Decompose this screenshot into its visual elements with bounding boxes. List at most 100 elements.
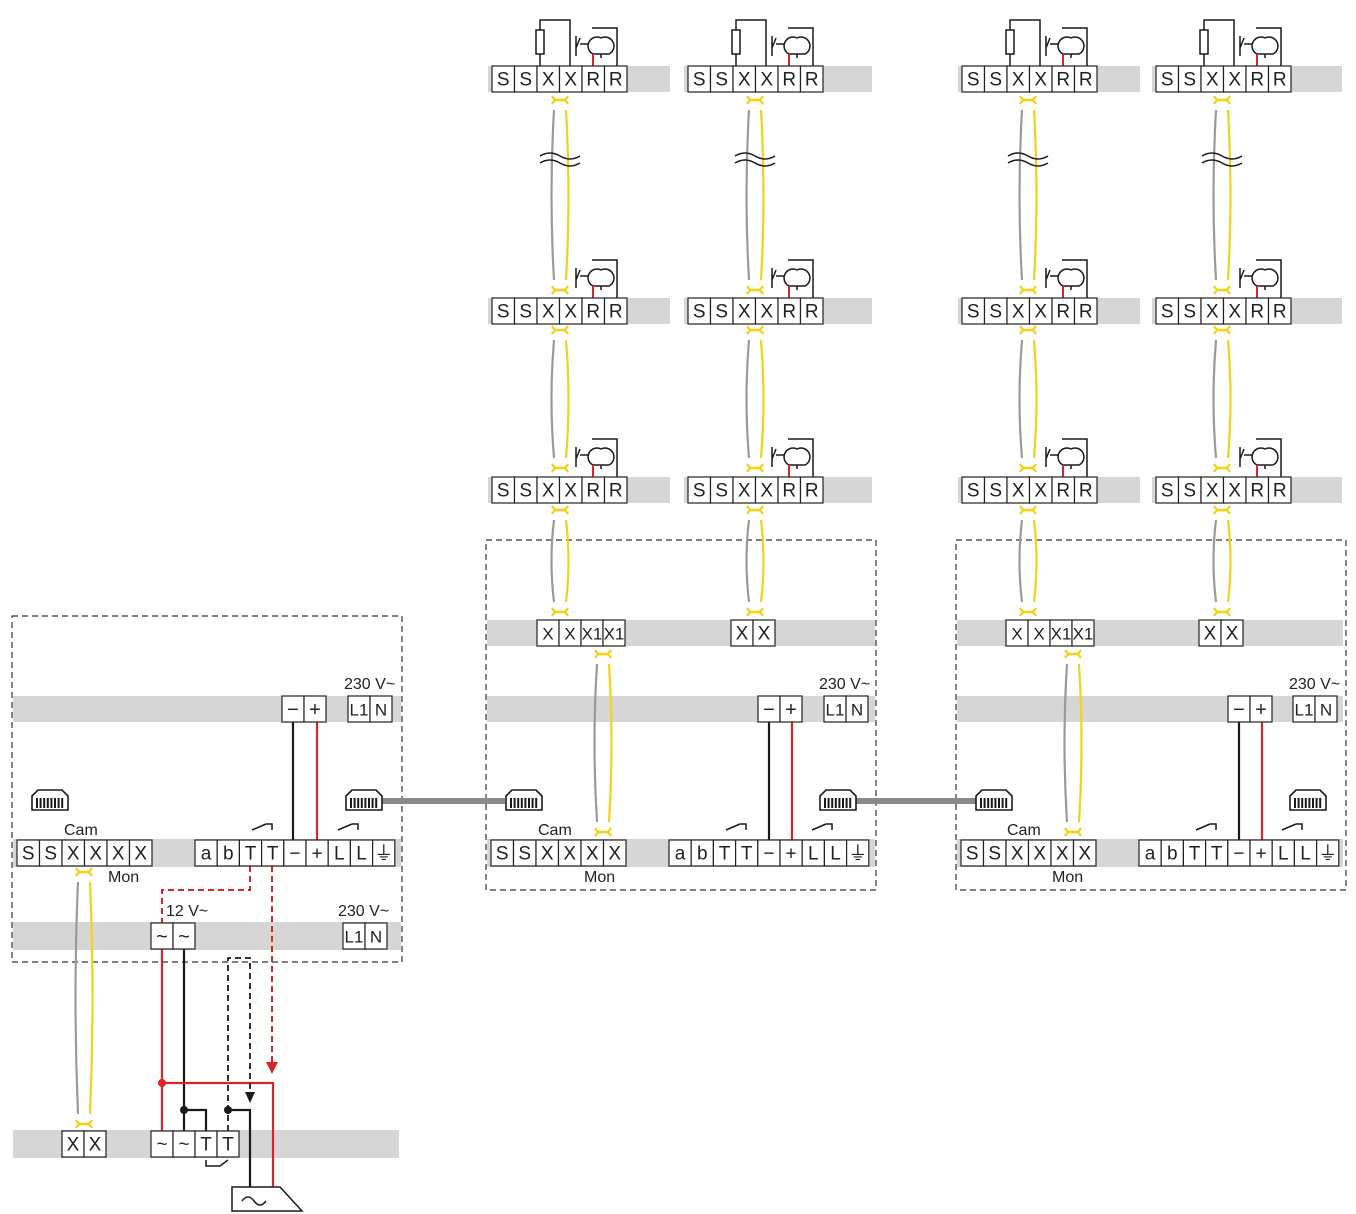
mains-left-terminal-label: L1 [350, 701, 369, 720]
station-low-3-bell-icon [1251, 438, 1282, 477]
station-r1-c1-terminal-5 [799, 297, 824, 325]
station-mid-1-pushbutton-icon [771, 268, 784, 288]
col3-seg3-twist [1213, 505, 1231, 515]
station-r2-c3-terminal-label: S [1183, 481, 1196, 502]
station-r2-c2-terminal-label: X [1012, 481, 1025, 502]
rj45-connector-icon-pin [980, 798, 982, 808]
station-r1-c2-terminal-5 [1073, 297, 1098, 325]
station-r2-c1-terminal-label: X [738, 481, 751, 502]
station-r0-c0-terminal-label: R [609, 70, 623, 91]
riser-right-twist [1064, 649, 1082, 659]
station-r1-c2-terminal-label: X [1012, 302, 1025, 323]
station-r2-c0-terminal-label: X [564, 481, 577, 502]
psu-right-terminal-1 [1249, 695, 1273, 723]
transformer-terminal-1 [172, 922, 196, 950]
link-wire-1 [184, 1108, 208, 1131]
mains-mid-terminal-label: L1 [826, 701, 845, 720]
station-mid-3-pushbutton-icon [1239, 268, 1252, 288]
station-r1-c1-terminal-label: X [738, 302, 751, 323]
logic-mid-terminal-label: L [830, 844, 841, 865]
riser-left-twist [75, 867, 93, 877]
rj45-connector-icon-pin [831, 798, 834, 808]
logic-right-terminal-label: T [1211, 844, 1223, 865]
logic-right-terminal-label: L [1300, 844, 1311, 865]
rj45-connector-icon-pin [36, 798, 38, 808]
station-r0-c0-terminal-label: S [497, 70, 510, 91]
logic-left-terminal-label: − [289, 844, 300, 865]
station-r1-c3-terminal-label: S [1161, 302, 1174, 323]
station-r0-c0-terminal-5 [603, 65, 628, 93]
rail-psu-left [13, 696, 401, 722]
col0-seg2-twist [551, 325, 569, 335]
distributor-a-terminal-label: X1 [582, 625, 603, 644]
rj45-connector-icon-pin [1319, 798, 1322, 808]
station-top-3-bell-icon [1251, 27, 1282, 66]
col1-seg3-twist [746, 607, 764, 617]
station-r2-c2-terminal-label: S [967, 481, 980, 502]
mains-right-terminal-label: N [1320, 701, 1332, 720]
module-right-terminal-label: X [1011, 844, 1024, 865]
rj45-connector-icon-pin [994, 798, 997, 808]
station-r2-c1-terminal-label: S [715, 481, 728, 502]
station-top-0-resistor-icon [535, 19, 571, 66]
col3-seg2-twist [1213, 463, 1231, 473]
station-r2-c1-terminal-label: X [760, 481, 773, 502]
bottom-controller-terminal-label: T [200, 1135, 212, 1156]
device-frame-middle [485, 539, 877, 891]
col0-seg3-twist [551, 505, 569, 515]
col0-seg3-wire-yellow [564, 519, 570, 603]
station-r1-c0-terminal-label: R [609, 302, 623, 323]
station-r2-c1-terminal-label: R [805, 481, 819, 502]
rj45-connector-icon-pin [1304, 798, 1307, 808]
module-left-terminal-label: S [44, 844, 57, 865]
module-mid-terminal-label: X [586, 844, 599, 865]
junction-dot [158, 1079, 166, 1087]
module-right-terminal-label: X [1078, 844, 1091, 865]
cam-label-left: Cam [64, 822, 98, 839]
station-r2-c1-terminal-5 [799, 476, 824, 504]
voltage-230-right: 230 V~ [1289, 676, 1340, 693]
riser-mid-wire-yellow [607, 663, 613, 823]
module-mid-terminal-label: X [541, 844, 554, 865]
logic-right-terminal-label: + [1256, 844, 1267, 865]
rj45-connector-icon-pin [1312, 798, 1314, 808]
station-mid-0-bell-icon [587, 259, 618, 298]
station-top-0-bell-icon [587, 27, 618, 66]
riser-right-wire-grey [1063, 663, 1069, 823]
col2-seg3-twist [1019, 607, 1037, 617]
mains-transformer-terminal-label: L1 [345, 928, 364, 947]
logic-mid-terminal-label: + [786, 844, 797, 865]
station-top-0-pushbutton-icon [575, 36, 588, 56]
station-r1-c3-terminal-label: S [1183, 302, 1196, 323]
rail-psu-right [957, 696, 1343, 722]
station-r1-c2-terminal-label: S [967, 302, 980, 323]
relay-contact-icon [251, 823, 273, 831]
station-r1-c2-terminal-label: R [1056, 302, 1070, 323]
station-r0-c1-terminal-5 [799, 65, 824, 93]
voltage-12: 12 V~ [166, 903, 208, 920]
station-mid-2-bell-icon [1057, 259, 1088, 298]
col3-seg1-twist [1213, 285, 1231, 295]
logic-mid-terminal-label: b [697, 844, 708, 865]
col3-seg1-twist [1213, 95, 1231, 105]
relay-contact-icon [1281, 823, 1303, 831]
station-r0-c3-terminal-label: R [1273, 70, 1287, 91]
station-r2-c3-terminal-label: R [1250, 481, 1264, 502]
col1-seg1-wire-yellow [759, 109, 765, 281]
col2-seg1-wire-yellow [1032, 109, 1038, 281]
rj45-connector-icon-pin [520, 798, 523, 808]
col0-seg1-wire-yellow [564, 109, 570, 281]
station-r1-c3-terminal-label: R [1273, 302, 1287, 323]
col2-seg3-twist [1019, 505, 1037, 515]
station-r2-c2-terminal-5 [1073, 476, 1098, 504]
station-r2-c2-terminal-label: R [1056, 481, 1070, 502]
logic-left-terminal-label: L [356, 844, 367, 865]
bottom-controller-terminal-label: T [222, 1135, 234, 1156]
module-right-terminal-label: S [988, 844, 1001, 865]
col3-seg3-wire-yellow [1226, 519, 1232, 603]
station-r2-c0-terminal-5 [603, 476, 628, 504]
rj45-connector-icon-pin [357, 798, 360, 808]
rj45-connector-icon-pin [517, 798, 520, 808]
rj45-connector-icon-pin [371, 798, 374, 808]
logic-mid-terminal-label: T [719, 844, 731, 865]
